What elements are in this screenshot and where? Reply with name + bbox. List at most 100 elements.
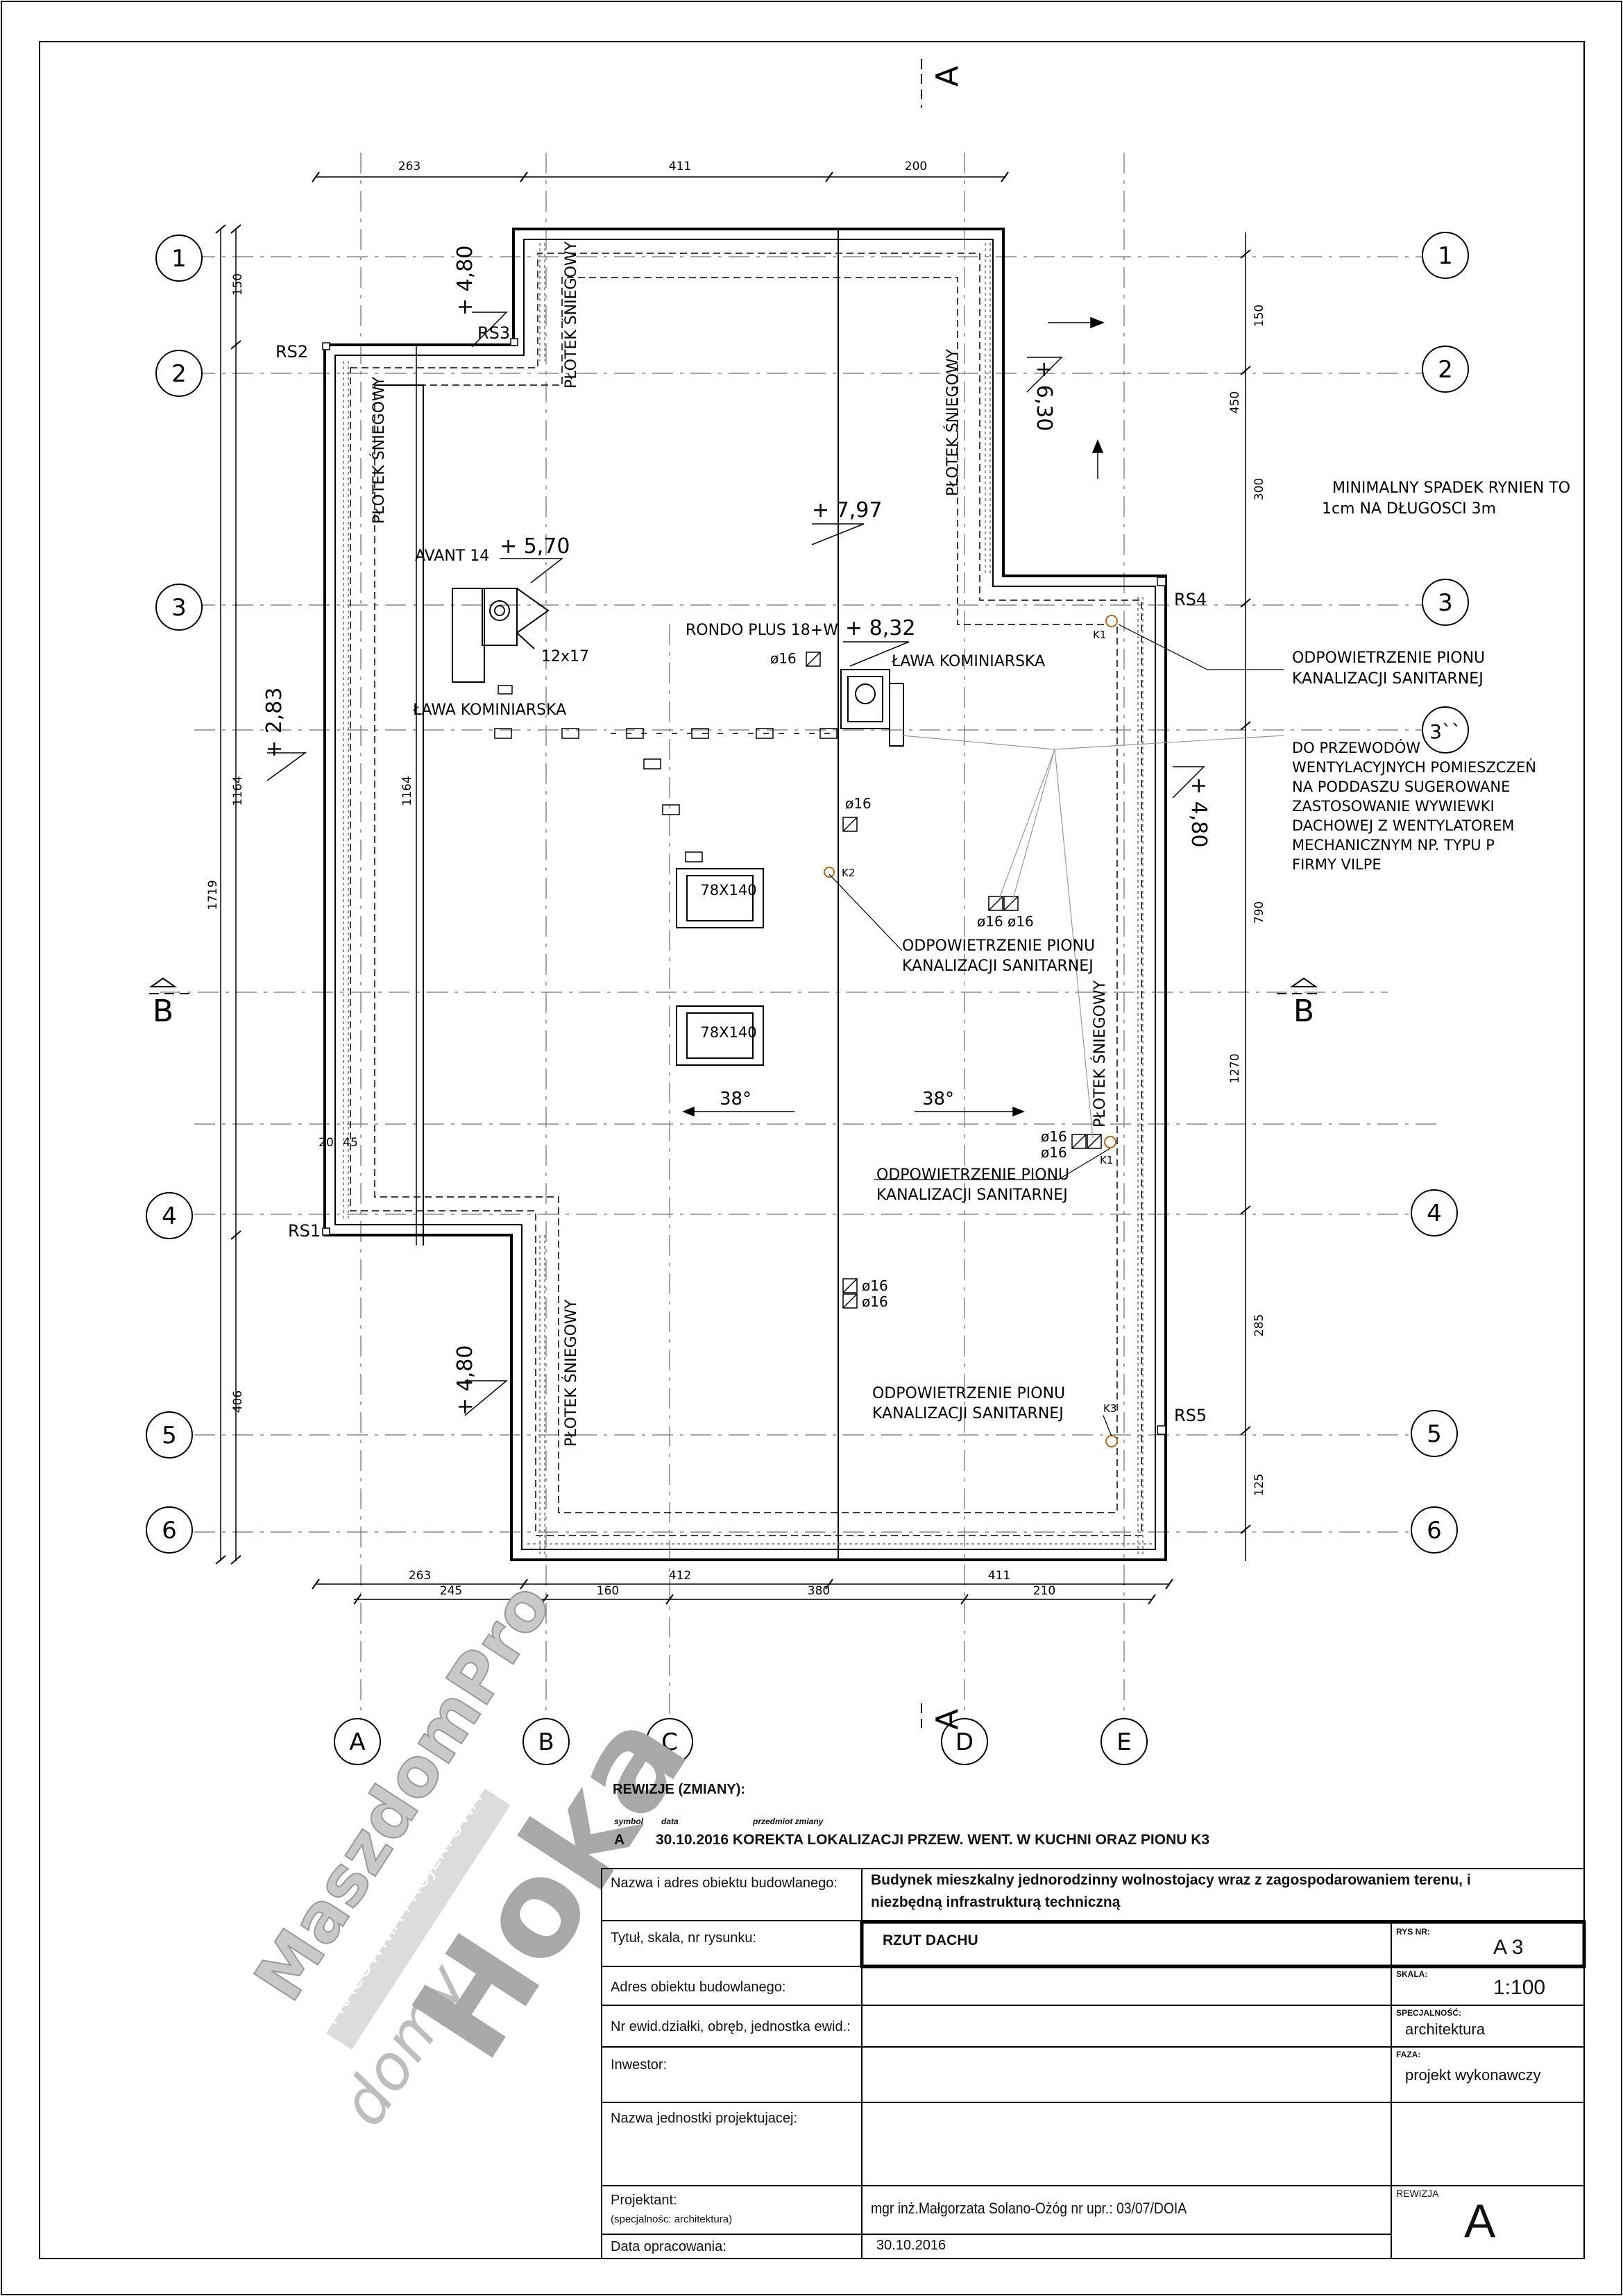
pipe-label-3: ø16 ø16: [977, 913, 1034, 930]
rys-value: A 3: [1493, 1936, 1524, 1959]
snow-guard-5: PŁOTEK ŚNIEGOWY: [562, 1299, 580, 1447]
vent-note-1-l1: ODPOWIETRZENIE PIONU: [1292, 649, 1485, 667]
vent-suggestion-note: DO PRZEWODÓW WENTYLACYJNYCH POMIESZCZEŃ …: [1292, 739, 1536, 873]
pipe-label-1: ø16: [770, 650, 797, 667]
dim-top-2: 411: [669, 160, 691, 173]
vent-notes: ODPOWIETRZENIE PIONU KANALIZACJI SANITAR…: [872, 649, 1485, 1422]
level-570: + 5,70: [500, 534, 570, 559]
snow-guard-4: PŁOTEK ŚNIEGOWY: [1091, 980, 1109, 1128]
dim-bottom-3: 411: [988, 1569, 1010, 1583]
vsn-l2: WENTYLACYJNYCH POMIESZCZEŃ: [1292, 758, 1536, 776]
level-797: + 7,97: [812, 498, 882, 522]
dim-bottom-inner-2: 160: [597, 1584, 619, 1598]
vsn-l1: DO PRZEWODÓW: [1292, 739, 1420, 756]
chimney-left-label: AVANT 14: [415, 547, 489, 565]
dimension-lines: [220, 176, 1246, 1600]
vsn-l4: ZASTOSOWANIE WYWIEWKI: [1292, 798, 1495, 815]
row-6-right: 6: [1427, 1517, 1442, 1545]
row-3b-right: 3``: [1429, 720, 1461, 743]
object-label: Nazwa i adres obiektu budowlanego:: [611, 1876, 838, 1891]
k3: K3: [1103, 1402, 1116, 1415]
chimney-left: [452, 588, 550, 683]
sewer-vents: [824, 615, 1118, 1447]
object-value-l1: Budynek mieszkalny jednorodzinny wolnost…: [871, 1872, 1471, 1888]
rys-label: RYS NR:: [1396, 1927, 1430, 1937]
dim-top-1: 263: [398, 160, 420, 173]
revision-row-text: 30.10.2016 KOREKTA LOKALIZACJI PRZEW. WE…: [656, 1832, 1210, 1848]
level-labels: + 4,80 + 6,30 + 7,97 + 5,70 + 8,32 + 2,8…: [262, 246, 1211, 1415]
unit-label: Nazwa jednostki projektujacej:: [611, 2111, 798, 2126]
revision-value: A: [1464, 2195, 1496, 2247]
parcel-label: Nr ewid.działki, obręb, jednostka ewid.:: [611, 2019, 851, 2034]
section-a-top: A: [930, 66, 965, 87]
pipe-label-2: ø16: [845, 795, 872, 812]
rs3-label: RS3: [477, 323, 510, 343]
section-b-right: B: [1293, 994, 1314, 1029]
col-d: D: [955, 1728, 974, 1756]
roof-windows: [676, 868, 764, 1066]
revisions-heading: REWIZJE (ZMIANY):: [613, 1782, 746, 1797]
chimney-right-label: RONDO PLUS 18+W: [686, 622, 838, 639]
vent-note-1-l2: KANALIZACJI SANITARNEJ: [1292, 670, 1484, 688]
dim-bottom-2: 412: [669, 1569, 691, 1583]
vent-suggestion-leaders: [901, 735, 1284, 1139]
dim-bottom-inner-3: 380: [808, 1584, 830, 1598]
pipe-label-6: ø16: [862, 1277, 888, 1294]
revision-label: REWIZJA: [1396, 2188, 1439, 2199]
axis-grid: [160, 153, 1443, 1721]
spec-value: architektura: [1405, 2021, 1485, 2038]
dim-right-4: 790: [1252, 901, 1266, 924]
dim-left-4: 406: [231, 1391, 245, 1413]
dim-bottom-inner-1: 245: [440, 1584, 462, 1598]
chimney-labels: AVANT 14 12x17 RONDO PLUS 18+W ŁAWA KOMI…: [412, 547, 1045, 719]
level-marker-lines: [266, 312, 1205, 1416]
col-c: C: [661, 1728, 678, 1756]
title-value: RZUT DACHU: [883, 1932, 978, 1948]
spec-label: SPECJALNOŚĆ:: [1396, 2008, 1462, 2018]
window-1-label: 78X140: [700, 882, 756, 899]
phase-label: FAZA:: [1396, 2050, 1421, 2059]
vsn-l5: DACHOWEJ Z WENTYLATOREM: [1292, 817, 1514, 834]
row-4-left: 4: [162, 1202, 177, 1230]
row-5-right: 5: [1427, 1420, 1442, 1448]
row-2-left: 2: [171, 360, 187, 388]
row-2-right: 2: [1438, 356, 1453, 384]
vent-note-4-l2: KANALIZACJI SANITARNEJ: [872, 1405, 1064, 1422]
level-480-top: + 4,80: [453, 246, 477, 316]
ladder-steps: [494, 685, 838, 862]
column-axis-markers: [334, 1718, 1148, 1765]
roof-window-labels: 78X140 78X140: [700, 882, 756, 1041]
k1-top: K1: [1093, 629, 1106, 641]
gutter-note-l2: 1cm NA DŁUGOSCI 3m: [1322, 500, 1496, 518]
chimney-right: [840, 669, 904, 747]
date-value: 30.10.2016: [876, 2238, 946, 2253]
level-480-bottom: + 4,80: [453, 1345, 477, 1415]
row-5-left: 5: [162, 1422, 177, 1449]
downpipe-labels: RS1 RS2 RS3 RS4 RS5: [275, 323, 1207, 1425]
dim-right-7: 125: [1252, 1474, 1266, 1496]
col-a: A: [349, 1728, 365, 1756]
address-label: Adres obiektu budowlanego:: [611, 1980, 786, 1995]
vent-note-3-l1: ODPOWIETRZENIE PIONU: [876, 1166, 1069, 1184]
scale-label: SKALA:: [1396, 1969, 1428, 1979]
col-b: B: [538, 1728, 554, 1756]
pipe-label-4: ø16: [1041, 1128, 1067, 1145]
rs4-label: RS4: [1174, 590, 1207, 609]
pipe-label-5: ø16: [1041, 1144, 1067, 1161]
section-a-bottom: A: [930, 1709, 965, 1730]
vent-note-4-l1: ODPOWIETRZENIE PIONU: [872, 1385, 1065, 1402]
roof-outline: [323, 228, 1167, 1561]
k2: K2: [842, 867, 855, 879]
vsn-l6: MECHANICZNYM NP. TYPU P: [1292, 837, 1495, 853]
dim-small-2: 45: [343, 1136, 358, 1150]
slope-right: 38°: [922, 1089, 954, 1109]
dim-bottom-inner-4: 210: [1033, 1584, 1055, 1598]
dimension-ticks: [215, 171, 1251, 1605]
dim-left-3: 1719: [206, 880, 220, 910]
rs2-label: RS2: [275, 342, 308, 362]
snow-guard-strips: [343, 243, 1152, 1554]
row-6-left: 6: [162, 1517, 177, 1545]
revisions-col-date: data: [661, 1817, 679, 1826]
col-e: E: [1116, 1728, 1131, 1756]
